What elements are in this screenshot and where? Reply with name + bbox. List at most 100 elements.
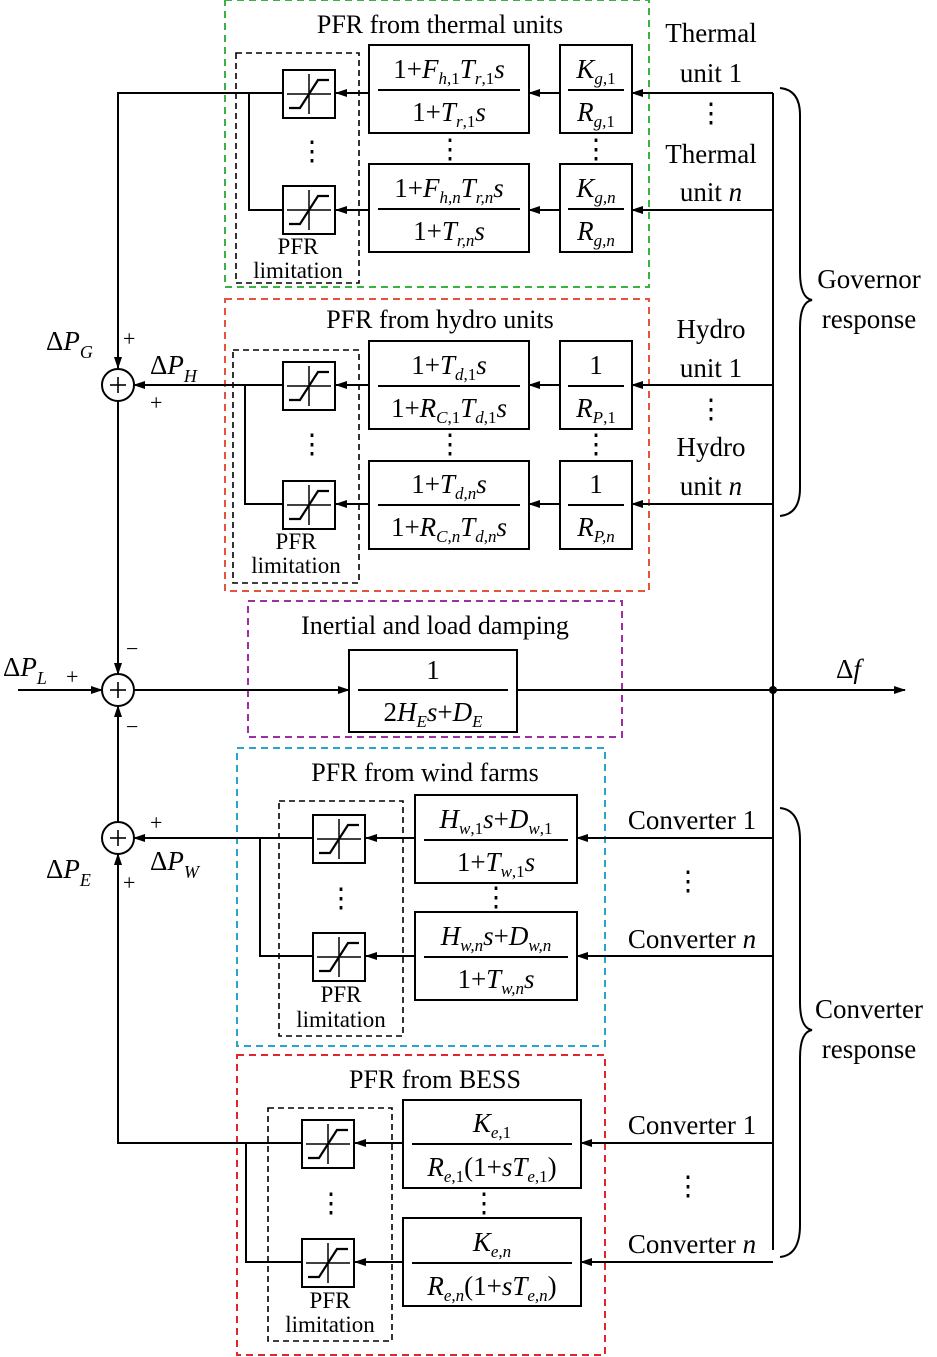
minus-sign: − (126, 636, 138, 661)
plus-sign: + (123, 870, 135, 895)
svg-text:Rg,1: Rg,1 (576, 97, 615, 131)
converter-brace (779, 807, 813, 1258)
limitation-label-line2: limitation (285, 1312, 375, 1337)
limitation-label-line1: PFR (310, 1288, 352, 1313)
thermal-section-frame (224, 0, 650, 288)
inertia-numerator: 1 (426, 655, 440, 685)
delta-pe-label: ΔPE (46, 854, 91, 890)
svg-text:⋮: ⋮ (318, 1188, 345, 1218)
svg-text:⋮: ⋮ (675, 866, 702, 896)
saturation-block-thermal-1 (282, 69, 336, 119)
summing-junction-governor (101, 368, 135, 402)
hydro-section-title: PFR from hydro units (326, 305, 554, 334)
delta-ph-label: ΔPH (150, 350, 198, 386)
plus-sign: + (150, 810, 162, 835)
thermal-limitation-frame (235, 52, 360, 284)
svg-text:Kg,1: Kg,1 (575, 54, 615, 88)
governor-brace (779, 87, 813, 517)
svg-text:Ke,n: Ke,n (472, 1227, 511, 1261)
limitation-label-line2: limitation (253, 258, 343, 283)
svg-text:Ke,1: Ke,1 (472, 1108, 511, 1142)
wind-converter-n-label: Converter n (628, 924, 756, 954)
svg-text:1: 1 (589, 469, 603, 499)
svg-text:Re,n(1+sTe,n): Re,n(1+sTe,n) (426, 1271, 556, 1305)
summing-junction-main (101, 673, 135, 707)
svg-text:1+Tr,1s: 1+Tr,1s (412, 97, 486, 131)
thermal-section-title: PFR from thermal units (317, 10, 563, 39)
hydro-unit-1-label-line2: unit 1 (680, 353, 742, 383)
saturation-block-hydro-n (282, 480, 336, 530)
svg-text:Rg,n: Rg,n (576, 216, 615, 250)
converter-response-label: Converter (815, 994, 923, 1024)
governor-response-label-line2: response (822, 304, 916, 334)
ellipsis-group: ⋮ ⋮ ⋮ ⋮ ⋮ ⋮ ⋮ ⋮ ⋮ ⋮ ⋮ ⋮ ⋮ ⋮ (299, 98, 725, 1218)
plus-sign: + (150, 390, 162, 415)
signal-wiring (18, 89, 906, 1266)
svg-text:⋮: ⋮ (437, 429, 464, 459)
delta-f-label: Δf (836, 654, 864, 684)
svg-text:⋮: ⋮ (698, 98, 725, 128)
hydro-section-frame (224, 298, 650, 592)
svg-text:⋮: ⋮ (471, 1188, 498, 1218)
saturation-block-bess-1 (301, 1119, 355, 1169)
svg-text:2HEs+DE: 2HEs+DE (383, 697, 483, 731)
plus-sign: + (123, 326, 135, 351)
svg-text:1+Tr,ns: 1+Tr,ns (413, 216, 485, 250)
transfer-function-expressions: 1+Fh,1Tr,1s 1+Tr,1s Kg,1 Rg,1 1+Fh,nTr,n… (383, 54, 615, 1305)
thermal-unit-1-label-line2: unit 1 (680, 58, 742, 88)
frequency-junction-dot (769, 686, 777, 694)
hydro-unit-n-label-line2: unit n (680, 471, 742, 501)
limitation-label-line2: limitation (296, 1007, 386, 1032)
svg-text:⋮: ⋮ (328, 883, 355, 913)
delta-pw-label: ΔPW (150, 846, 201, 882)
svg-text:1+Td,ns: 1+Td,ns (411, 469, 487, 503)
svg-text:1+Td,1s: 1+Td,1s (411, 350, 487, 384)
bess-limitation-frame (267, 1107, 393, 1342)
summing-junction-converter (101, 821, 135, 855)
saturation-block-wind-1 (312, 814, 366, 864)
governor-response-label: Governor (817, 264, 920, 294)
wind-converter-1-label: Converter 1 (628, 805, 756, 835)
saturation-block-wind-n (312, 932, 366, 982)
inertia-section-title: Inertial and load damping (301, 611, 569, 640)
bess-converter-1-label: Converter 1 (628, 1110, 756, 1140)
inertia-section-frame (247, 600, 623, 738)
thermal-unit-n-label: Thermal (665, 139, 756, 169)
svg-text:Hw,ns+Dw,n: Hw,ns+Dw,n (440, 921, 551, 955)
svg-text:RP,n: RP,n (576, 512, 614, 546)
limitation-label-line2: limitation (251, 553, 341, 578)
wind-section-frame (236, 747, 606, 1047)
saturation-block-hydro-1 (282, 361, 336, 411)
wind-section-title: PFR from wind farms (311, 758, 539, 787)
bess-section-frame (236, 1054, 606, 1356)
saturation-block-bess-n (301, 1238, 355, 1288)
limitation-label-line1: PFR (276, 529, 318, 554)
svg-text:⋮: ⋮ (583, 429, 610, 459)
svg-text:Re,1(1+sTe,1): Re,1(1+sTe,1) (426, 1152, 556, 1186)
converter-response-label-line2: response (822, 1034, 916, 1064)
svg-text:⋮: ⋮ (299, 136, 326, 166)
minus-sign: − (126, 714, 138, 739)
svg-text:RP,1: RP,1 (575, 393, 616, 427)
bess-converter-n-label: Converter n (628, 1229, 756, 1259)
thermal-unit-n-label-line2: unit n (680, 177, 742, 207)
svg-text:Kg,n: Kg,n (575, 173, 615, 207)
svg-text:⋮: ⋮ (675, 1171, 702, 1201)
hydro-unit-1-label: Hydro (677, 314, 746, 344)
svg-text:1: 1 (589, 350, 603, 380)
svg-text:⋮: ⋮ (299, 429, 326, 459)
saturation-block-thermal-n (282, 185, 336, 235)
thermal-unit-1-label: Thermal (665, 18, 756, 48)
plus-sign: + (66, 664, 78, 689)
svg-text:⋮: ⋮ (583, 134, 610, 164)
limitation-label-line1: PFR (321, 982, 363, 1007)
wind-limitation-frame (278, 800, 404, 1037)
limitation-label-line1: PFR (278, 234, 320, 259)
hydro-limitation-frame (232, 349, 360, 584)
delta-pg-label: ΔPG (46, 326, 93, 362)
svg-text:⋮: ⋮ (698, 394, 725, 424)
svg-text:1+RC,nTd,ns: 1+RC,nTd,ns (391, 512, 507, 546)
svg-text:⋮: ⋮ (437, 134, 464, 164)
bess-section-title: PFR from BESS (349, 1065, 521, 1094)
